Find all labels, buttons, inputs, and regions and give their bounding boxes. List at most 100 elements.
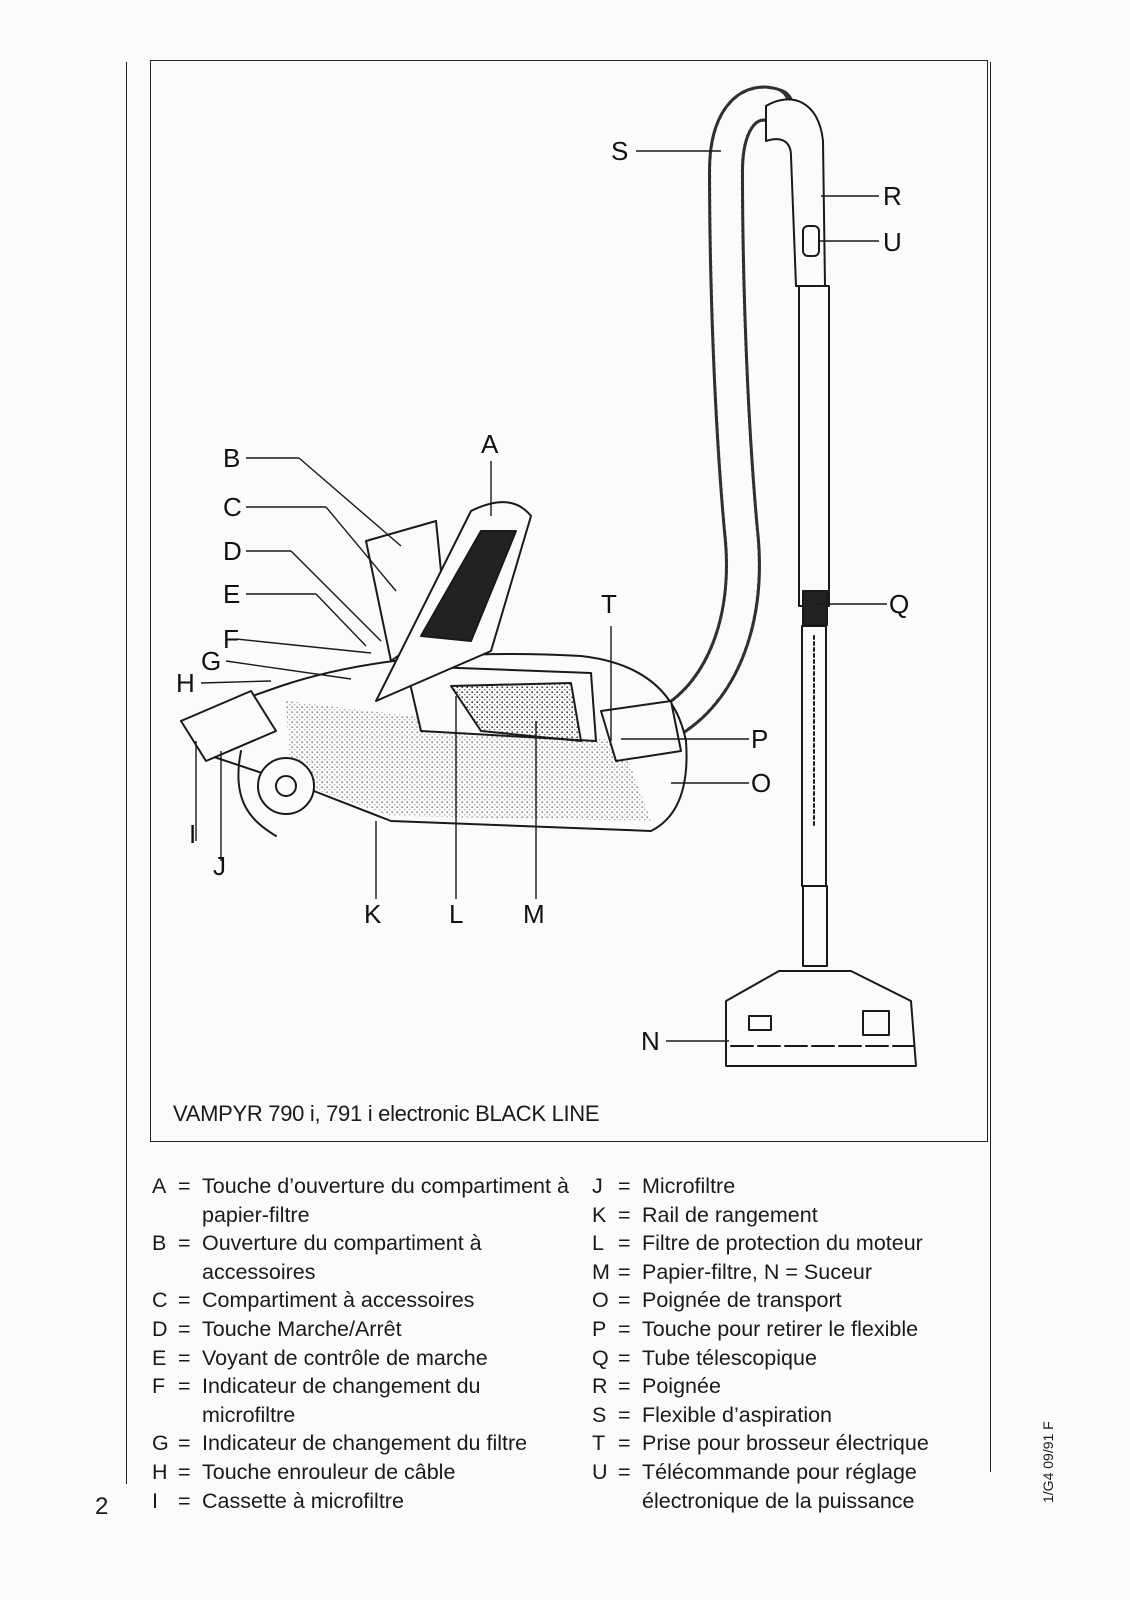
legend-equals: = xyxy=(178,1288,191,1313)
legend-key: R xyxy=(592,1374,608,1399)
legend-text: Cassette à microfiltre xyxy=(202,1488,404,1513)
legend-equals: = xyxy=(178,1231,191,1256)
callout-c: C xyxy=(223,492,242,522)
floor-nozzle xyxy=(725,970,917,1067)
legend-item-o: O=Poignée de transport xyxy=(592,1286,982,1315)
callout-r: R xyxy=(883,181,902,211)
callout-u: U xyxy=(883,227,902,257)
legend-equals: = xyxy=(618,1316,631,1341)
legend-equals: = xyxy=(178,1345,191,1370)
legend-text: Touche enrouleur de câble xyxy=(202,1459,456,1484)
legend-key: L xyxy=(592,1231,604,1256)
legend-equals: = xyxy=(618,1174,631,1198)
legend-item-k: K=Rail de rangement xyxy=(592,1201,982,1230)
callout-i: I xyxy=(189,819,197,849)
callout-f: F xyxy=(223,624,239,654)
legend-item-l: L = Filtre de protection du moteur xyxy=(592,1229,982,1258)
legend-equals: = xyxy=(178,1316,191,1341)
legend-equals: = xyxy=(618,1259,631,1284)
legend-key: H xyxy=(152,1459,168,1484)
right-margin-rule xyxy=(990,62,991,1472)
legend-item-a: A=Touche d’ouverture du compartiment à p… xyxy=(152,1172,572,1229)
legend-text: Touche pour retirer le flexible xyxy=(642,1316,919,1341)
legend-equals: = xyxy=(618,1459,631,1484)
legend-left-column: A=Touche d’ouverture du compartiment à p… xyxy=(152,1172,572,1515)
vacuum-cleaner-illustration xyxy=(180,85,917,1067)
legend-item-j: J = Microfiltre xyxy=(592,1172,982,1201)
legend-equals: = xyxy=(618,1231,631,1256)
legend-item-d: D = Touche Marche/Arrêt xyxy=(152,1315,572,1344)
legend-equals: = xyxy=(618,1374,631,1399)
page-number: 2 xyxy=(95,1493,109,1520)
legend-item-i: I=Cassette à microfiltre xyxy=(152,1487,572,1516)
legend-text: Microfiltre xyxy=(642,1174,736,1198)
telescopic-tube-upper xyxy=(798,285,830,607)
paper-filter xyxy=(450,682,582,742)
legend-key: P xyxy=(592,1316,607,1341)
legend-equals: = xyxy=(178,1459,191,1484)
legend-key: E xyxy=(152,1345,167,1370)
legend-item-u: U=Télécommande pour réglage électronique… xyxy=(592,1458,982,1515)
callout-b: B xyxy=(223,443,241,473)
legend-text: Filtre de protection du moteur xyxy=(642,1231,923,1256)
legend-text: Tube télescopique xyxy=(642,1345,817,1370)
legend-item-m: M = Papier-filtre, N = Suceur xyxy=(592,1258,982,1287)
legend-text: Flexible d’aspiration xyxy=(642,1402,833,1427)
legend-key: G xyxy=(152,1431,169,1456)
legend-key: A xyxy=(152,1174,167,1198)
legend-key: T xyxy=(592,1431,606,1456)
callout-l: L xyxy=(449,899,464,929)
left-margin-rule xyxy=(126,62,127,1484)
legend-item-c: C=Compartiment à accessoires xyxy=(152,1286,572,1315)
wheel xyxy=(257,757,315,815)
legend-key: M xyxy=(592,1259,610,1284)
callout-q: Q xyxy=(889,589,910,619)
legend-item-p: P = Touche pour retirer le flexible xyxy=(592,1315,982,1344)
microfilter-cassette xyxy=(180,690,277,762)
legend-equals: = xyxy=(178,1431,191,1456)
callout-k: K xyxy=(364,899,382,929)
legend-text: Papier-filtre, N = Suceur xyxy=(642,1259,873,1284)
legend-equals: = xyxy=(618,1402,631,1427)
telescopic-tube-clip xyxy=(802,590,828,626)
legend-item-s: S = Flexible d’aspiration xyxy=(592,1401,982,1430)
legend-text: Indicateur de changement du microfiltre xyxy=(202,1374,481,1427)
legend-equals: = xyxy=(178,1374,191,1399)
callout-d: D xyxy=(223,536,242,566)
legend-key: C xyxy=(152,1288,168,1313)
legend-item-r: R=Poignée xyxy=(592,1372,982,1401)
legend-item-b: B=Ouverture du compartiment à accessoire… xyxy=(152,1229,572,1286)
callout-e: E xyxy=(223,579,241,609)
legend-key: I xyxy=(152,1488,158,1513)
callout-g: G xyxy=(201,646,222,676)
legend-text: Touche Marche/Arrêt xyxy=(202,1316,402,1341)
callout-o: O xyxy=(751,768,772,798)
legend-item-t: T=Prise pour brosseur électrique xyxy=(592,1429,982,1458)
legend-text: Télécommande pour réglage électronique d… xyxy=(642,1459,917,1513)
legend-key: J xyxy=(592,1174,603,1198)
callout-n: N xyxy=(641,1026,660,1056)
legend-text: Poignée de transport xyxy=(642,1288,842,1313)
legend-key: D xyxy=(152,1316,168,1341)
legend-text: Rail de rangement xyxy=(642,1202,818,1227)
callout-t: T xyxy=(601,589,617,619)
legend-item-q: Q=Tube télescopique xyxy=(592,1344,982,1373)
legend-item-g: G = Indicateur de changement du filtre xyxy=(152,1429,572,1458)
legend-key: S xyxy=(592,1402,607,1427)
legend-equals: = xyxy=(618,1288,631,1313)
legend-equals: = xyxy=(178,1174,191,1198)
nozzle-connector xyxy=(600,700,682,762)
callout-a: A xyxy=(481,429,499,459)
handle-grip xyxy=(765,98,826,287)
callout-p: P xyxy=(751,724,769,754)
legend-text: Indicateur de changement du filtre xyxy=(202,1431,528,1456)
legend-item-f: F = Indicateur de changement du microfiltr… xyxy=(152,1372,572,1429)
legend-key: F xyxy=(152,1374,166,1399)
callout-h: H xyxy=(176,668,195,698)
legend-key: K xyxy=(592,1202,607,1227)
legend-item-h: H = Touche enrouleur de câble xyxy=(152,1458,572,1487)
legend-text: Ouverture du compartiment à accessoires xyxy=(202,1231,482,1284)
power-cord xyxy=(237,750,277,837)
legend-item-e: E=Voyant de contrôle de marche xyxy=(152,1344,572,1373)
